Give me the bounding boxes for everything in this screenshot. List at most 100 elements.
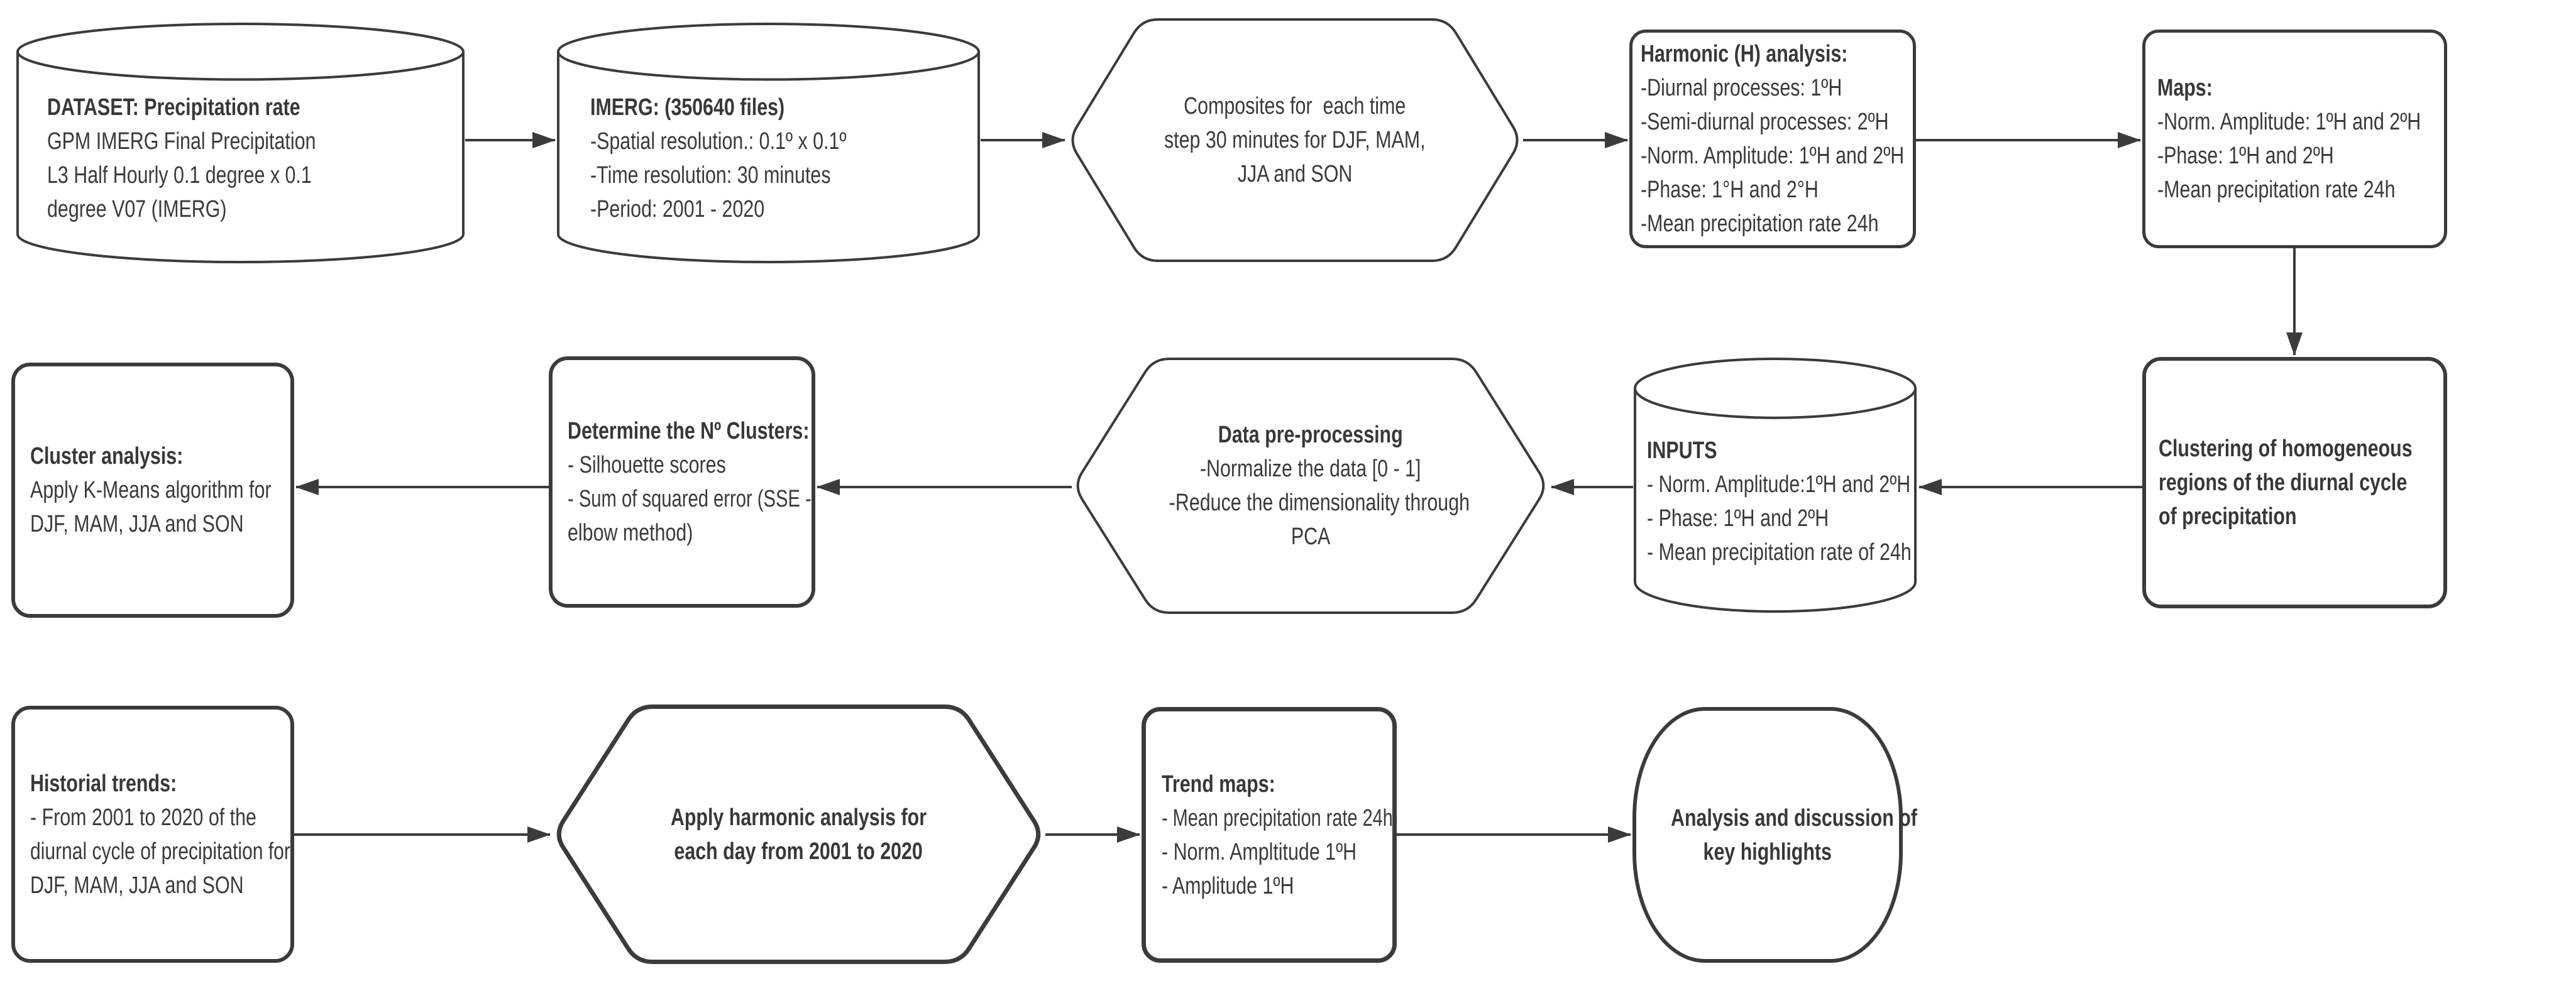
node-body-line: -Normalize the data [0 - 1] <box>1200 456 1421 482</box>
cylinder-shape <box>1633 357 1917 613</box>
node-historical-trends: Historial trends: - From 2001 to 2020 of … <box>11 706 294 963</box>
node-heading-line: IMERG: (350640 files) <box>590 94 785 121</box>
node-body-line: - Mean precipitation rate of 24h <box>1647 539 1912 566</box>
node-text: Data pre-processing -Normalize the data [… <box>1072 357 1549 615</box>
node-text: Clustering of homogeneous regions of the … <box>2142 357 2447 608</box>
node-heading-line: Historial trends: <box>30 770 177 797</box>
node-body-line: GPM IMERG Final Precipitation <box>47 128 316 155</box>
node-body-line: PCA <box>1291 523 1331 550</box>
node-text: Apply harmonic analysis for each day from… <box>552 704 1045 965</box>
node-body-line: DJF, MAM, JJA and SON <box>30 872 244 899</box>
node-body-line: Apply K-Means algorithm for <box>30 477 272 503</box>
node-heading-line: each day from 2001 to 2020 <box>674 838 923 865</box>
node-body-line: -Period: 2001 - 2020 <box>590 195 765 222</box>
rounded-rect-shape <box>549 356 815 608</box>
node-body-line: - From 2001 to 2020 of the <box>30 804 256 831</box>
node-body-line: JJA and SON <box>1237 161 1353 187</box>
node-body-line: -Reduce the dimensionality through <box>1169 490 1470 516</box>
shape-outline <box>556 704 1041 964</box>
node-composites: Composites for each time step 30 minutes … <box>1067 18 1523 263</box>
node-body-line: -Mean precipitation rate 24h <box>2157 177 2396 203</box>
node-clustering: Clustering of homogeneous regions of the … <box>2142 357 2447 608</box>
shape-outline <box>1071 18 1519 262</box>
cylinder-shape <box>16 22 465 264</box>
node-heading-line: Data pre-processing <box>1218 422 1403 448</box>
node-body-line: degree V07 (IMERG) <box>47 195 227 222</box>
node-body-line: -Diurnal processes: 1ºH <box>1641 75 1842 101</box>
node-heading-line: key highlights <box>1703 838 1832 865</box>
node-body-line: - Sum of squared error (SSE - <box>568 486 812 512</box>
node-heading-line: Cluster analysis: <box>30 443 184 469</box>
rounded-rect-shape <box>11 706 294 963</box>
hexagon-shape <box>1067 18 1523 263</box>
node-harmonic-analysis: Harmonic (H) analysis: -Diurnal processes… <box>1629 30 1916 248</box>
node-body-line: -Phase: 1°H and 2°H <box>1641 177 1819 203</box>
node-text: Determine the Nº Clusters: - Silhouette s… <box>549 356 815 608</box>
hexagon-shape <box>1072 357 1549 615</box>
node-body-line: diurnal cycle of precipitation for <box>30 838 290 865</box>
node-body-line: -Mean precipitation rate 24h <box>1641 211 1879 237</box>
node-body-line: - Phase: 1ºH and 2ºH <box>1647 505 1829 532</box>
node-heading-line: Apply harmonic analysis for <box>670 804 927 831</box>
node-heading-line: DATASET: Precipitation rate <box>47 94 300 121</box>
rounded-rect-shape <box>11 363 294 618</box>
stadium-shape <box>1632 707 1903 963</box>
shape-outline <box>1634 358 1917 419</box>
rounded-rect-shape <box>2142 357 2447 608</box>
node-heading-line: Maps: <box>2157 75 2213 101</box>
hexagon-shape <box>552 704 1045 965</box>
node-body-line: elbow method) <box>568 520 693 546</box>
node-apply-harmonic: Apply harmonic analysis for each day from… <box>552 704 1045 965</box>
node-body-line: DJF, MAM, JJA and SON <box>30 511 244 537</box>
shape-outline <box>16 23 465 81</box>
node-text: Cluster analysis: Apply K-Means algorithm… <box>11 363 294 618</box>
node-text: Composites for each time step 30 minutes … <box>1067 18 1523 263</box>
node-trend-maps: Trend maps: - Mean precipitation rate 24h… <box>1142 707 1397 963</box>
shape-outline <box>1634 388 1917 613</box>
node-body-line: - Silhouette scores <box>568 452 726 478</box>
node-text: IMERG: (350640 files)-Spatial resolution… <box>556 22 981 264</box>
node-heading-line: of precipitation <box>2159 503 2297 530</box>
node-heading-line: regions of the diurnal cycle <box>2159 469 2408 496</box>
node-text: Harmonic (H) analysis: -Diurnal processes… <box>1629 30 1916 248</box>
node-maps: Maps: -Norm. Amplitude: 1ºH and 2ºH -Phase… <box>2142 30 2447 248</box>
node-imerg: IMERG: (350640 files)-Spatial resolution… <box>556 22 981 264</box>
node-body-line: - Amplitude 1ºH <box>1162 872 1294 899</box>
node-body-line: - Norm. Amplitude:1ºH and 2ºH <box>1647 471 1911 498</box>
rounded-rect-shape <box>2142 30 2447 248</box>
node-body-line: -Phase: 1ºH and 2ºH <box>2157 143 2334 169</box>
node-body-line: Composites for each time <box>1184 93 1406 119</box>
node-text: Historial trends: - From 2001 to 2020 of … <box>11 706 294 963</box>
node-heading-line: Trend maps: <box>1162 770 1275 797</box>
node-determine-clusters: Determine the Nº Clusters: - Silhouette s… <box>549 356 815 608</box>
node-body-line: L3 Half Hourly 0.1 degree x 0.1 <box>47 162 312 189</box>
shape-outline <box>16 52 465 263</box>
node-data-preprocessing: Data pre-processing -Normalize the data [… <box>1072 357 1549 615</box>
node-inputs: INPUTS - Norm. Amplitude:1ºH and 2ºH - Pha… <box>1633 357 1917 613</box>
rounded-rect-shape <box>1142 707 1397 963</box>
node-heading-line: Determine the Nº Clusters: <box>568 418 810 444</box>
node-body-line: - Norm. Ampltitude 1ºH <box>1162 838 1357 865</box>
node-cluster-analysis: Cluster analysis: Apply K-Means algorithm… <box>11 363 294 618</box>
node-body-line: -Semi-diurnal processes: 2ºH <box>1641 109 1889 135</box>
cylinder-shape <box>556 22 981 264</box>
node-body-line: step 30 minutes for DJF, MAM, <box>1164 127 1426 153</box>
node-text: INPUTS - Norm. Amplitude:1ºH and 2ºH - Pha… <box>1633 357 1917 613</box>
node-body-line: -Time resolution: 30 minutes <box>590 162 831 189</box>
shape-outline <box>1076 358 1545 614</box>
node-body-line: -Norm. Amplitude: 1ºH and 2ºH <box>2157 109 2421 135</box>
node-body-line: - Mean precipitation rate 24h <box>1162 804 1393 831</box>
node-text: Maps: -Norm. Amplitude: 1ºH and 2ºH -Phase… <box>2142 30 2447 248</box>
shape-outline <box>557 52 980 263</box>
node-body-line: -Norm. Amplitude: 1ºH and 2ºH <box>1641 143 1905 169</box>
node-heading-line: Clustering of homogeneous <box>2159 436 2413 462</box>
node-heading-line: Harmonic (H) analysis: <box>1641 41 1848 67</box>
rounded-rect-shape <box>1629 30 1916 248</box>
node-heading-line: INPUTS <box>1647 437 1717 464</box>
node-text: Trend maps: - Mean precipitation rate 24h… <box>1142 707 1397 963</box>
